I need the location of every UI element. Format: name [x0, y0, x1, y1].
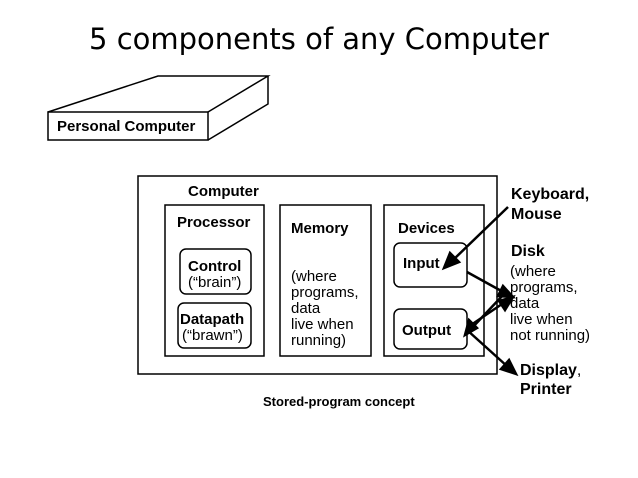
display-arrow-line — [466, 329, 509, 368]
disk-note-line-4: live when — [510, 311, 573, 328]
processor-label: Processor — [177, 214, 251, 231]
keyboard-arrow-line — [451, 206, 509, 262]
control-label: Control — [188, 258, 242, 275]
disk-arrowhead-lower — [497, 294, 516, 313]
memory-label: Memory — [291, 220, 349, 237]
memory-box-outline — [279, 204, 372, 357]
computer-label: Computer — [188, 183, 259, 200]
memory-note-line-1: (where — [291, 268, 337, 285]
control-note: (“brain”) — [188, 274, 242, 291]
keyboard-arrowhead — [441, 250, 462, 271]
devices-label: Devices — [398, 220, 455, 237]
control-box-outline — [179, 248, 252, 295]
disk-note-line-3: data — [510, 295, 540, 312]
input-label: Input — [403, 255, 440, 272]
memory-note-line-2: programs, — [291, 284, 359, 301]
datapath-box-outline — [177, 302, 252, 349]
disk-note-line-1: (where — [510, 263, 556, 280]
keyboard-label: Keyboard, — [511, 186, 590, 203]
memory-note-line-5: running) — [291, 332, 347, 349]
display-text: Display — [520, 362, 577, 379]
processor-box-outline — [164, 204, 265, 357]
display-comma: , — [576, 362, 582, 379]
datapath-label: Datapath — [180, 311, 245, 328]
input-disk-arrow-line — [466, 270, 506, 295]
caption: Stored-program concept — [263, 394, 415, 409]
output-disk-arrow-line — [467, 300, 506, 329]
pc-box-outline — [47, 75, 271, 141]
memory-note-line-4: live when — [291, 316, 354, 333]
disk-arrowhead-upper — [496, 283, 517, 299]
output-label: Output — [402, 322, 452, 339]
display-label: Display, — [520, 361, 581, 380]
mouse-label: Mouse — [511, 206, 562, 223]
disk-note-line-5: not running) — [510, 327, 591, 344]
pc-label: Personal Computer — [57, 118, 196, 135]
disk-output-arrow-line — [469, 292, 506, 331]
memory-note-line-3: data — [291, 300, 321, 317]
datapath-note: (“brawn”) — [182, 327, 243, 344]
computer-box-outline — [137, 175, 498, 375]
disk-label: Disk — [511, 243, 545, 260]
input-box-outline — [393, 242, 468, 288]
slide-title: 5 components of any Computer — [89, 22, 549, 56]
disk-note-line-2: programs, — [510, 279, 578, 296]
printer-label: Printer — [520, 381, 572, 398]
display-arrowhead — [498, 357, 519, 377]
